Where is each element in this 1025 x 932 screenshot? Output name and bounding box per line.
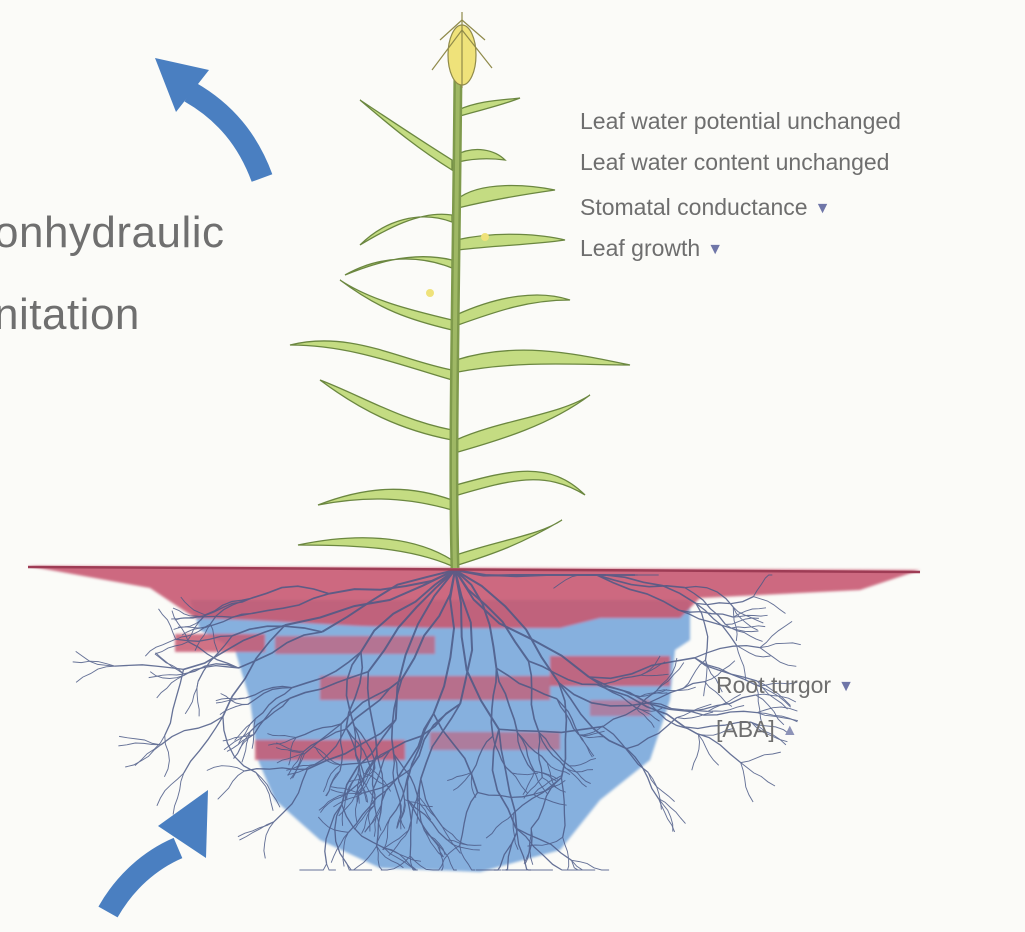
root-strand [648, 772, 675, 801]
root-strand [683, 660, 705, 689]
root-strand [76, 666, 115, 682]
leaf [345, 257, 452, 275]
effect-leaf-growth: Leaf growth▼ [580, 237, 723, 260]
root-strand [145, 639, 175, 656]
root-strand [692, 735, 700, 771]
root-strand [347, 864, 372, 870]
triangle-down-icon: ▼ [838, 679, 854, 695]
leaf [340, 280, 452, 330]
tassel [432, 12, 492, 88]
root-strand [185, 681, 198, 714]
maize-plant [290, 12, 630, 568]
root-strand [184, 664, 239, 674]
root-strand [572, 860, 610, 870]
root-strand [156, 653, 184, 674]
side-label-line1: onhydraulic [0, 208, 225, 258]
leaf [290, 341, 452, 380]
leaf [456, 295, 570, 325]
ear-silk [481, 233, 489, 241]
root-strand [659, 799, 686, 824]
root-strand [223, 717, 256, 773]
root-strand [741, 752, 781, 763]
side-label-line2: nitation [0, 290, 140, 340]
curved-arrow-icon [108, 790, 208, 912]
dry-soil-zone [320, 676, 550, 700]
leaf [456, 471, 585, 495]
root-strand [327, 864, 336, 870]
dry-soil-zone [275, 636, 435, 654]
root-strand [760, 643, 801, 648]
root-strand [741, 763, 753, 802]
leaf [456, 150, 505, 162]
dry-soil-zone [28, 566, 920, 628]
leaf [456, 520, 562, 565]
leaf [360, 100, 452, 170]
leaf [320, 380, 452, 440]
root-strand [741, 763, 775, 786]
root-strand [691, 711, 757, 715]
leaf [318, 489, 452, 510]
triangle-down-icon: ▼ [707, 242, 723, 258]
root-strand [731, 628, 763, 641]
root-strand [218, 771, 245, 799]
effect-leaf-water-content: Leaf water content unchanged [580, 151, 889, 174]
leaf [456, 350, 630, 372]
root-strand [197, 681, 199, 716]
root-strand [264, 822, 274, 859]
root-strand [207, 766, 245, 771]
leaf [456, 395, 590, 452]
leaf [298, 538, 452, 566]
ear-silk [426, 289, 434, 297]
dry-soil-zone [590, 700, 650, 716]
leaf [456, 186, 555, 208]
root-strand [757, 707, 797, 713]
effect-stomatal-conductance: Stomatal conductance▼ [580, 196, 830, 219]
effect-leaf-water-potential: Leaf water potential unchanged [580, 110, 901, 133]
root-strand [135, 736, 165, 766]
leaf [458, 98, 520, 116]
root-strand [695, 646, 760, 658]
leaf [456, 234, 565, 250]
triangle-down-icon: ▼ [815, 201, 831, 217]
leaf [360, 214, 452, 245]
triangle-up-icon: ▲ [782, 723, 798, 739]
effect-root-turgor: Root turgor▼ [716, 674, 854, 697]
root-strand [173, 773, 184, 814]
root-strand [184, 717, 223, 774]
curved-arrow-icon [155, 58, 262, 178]
root-strand [753, 597, 785, 614]
root-strand [165, 669, 184, 735]
root-strand [299, 864, 326, 870]
effect-aba: [ABA]▲ [716, 718, 798, 741]
root-strand [233, 732, 250, 759]
